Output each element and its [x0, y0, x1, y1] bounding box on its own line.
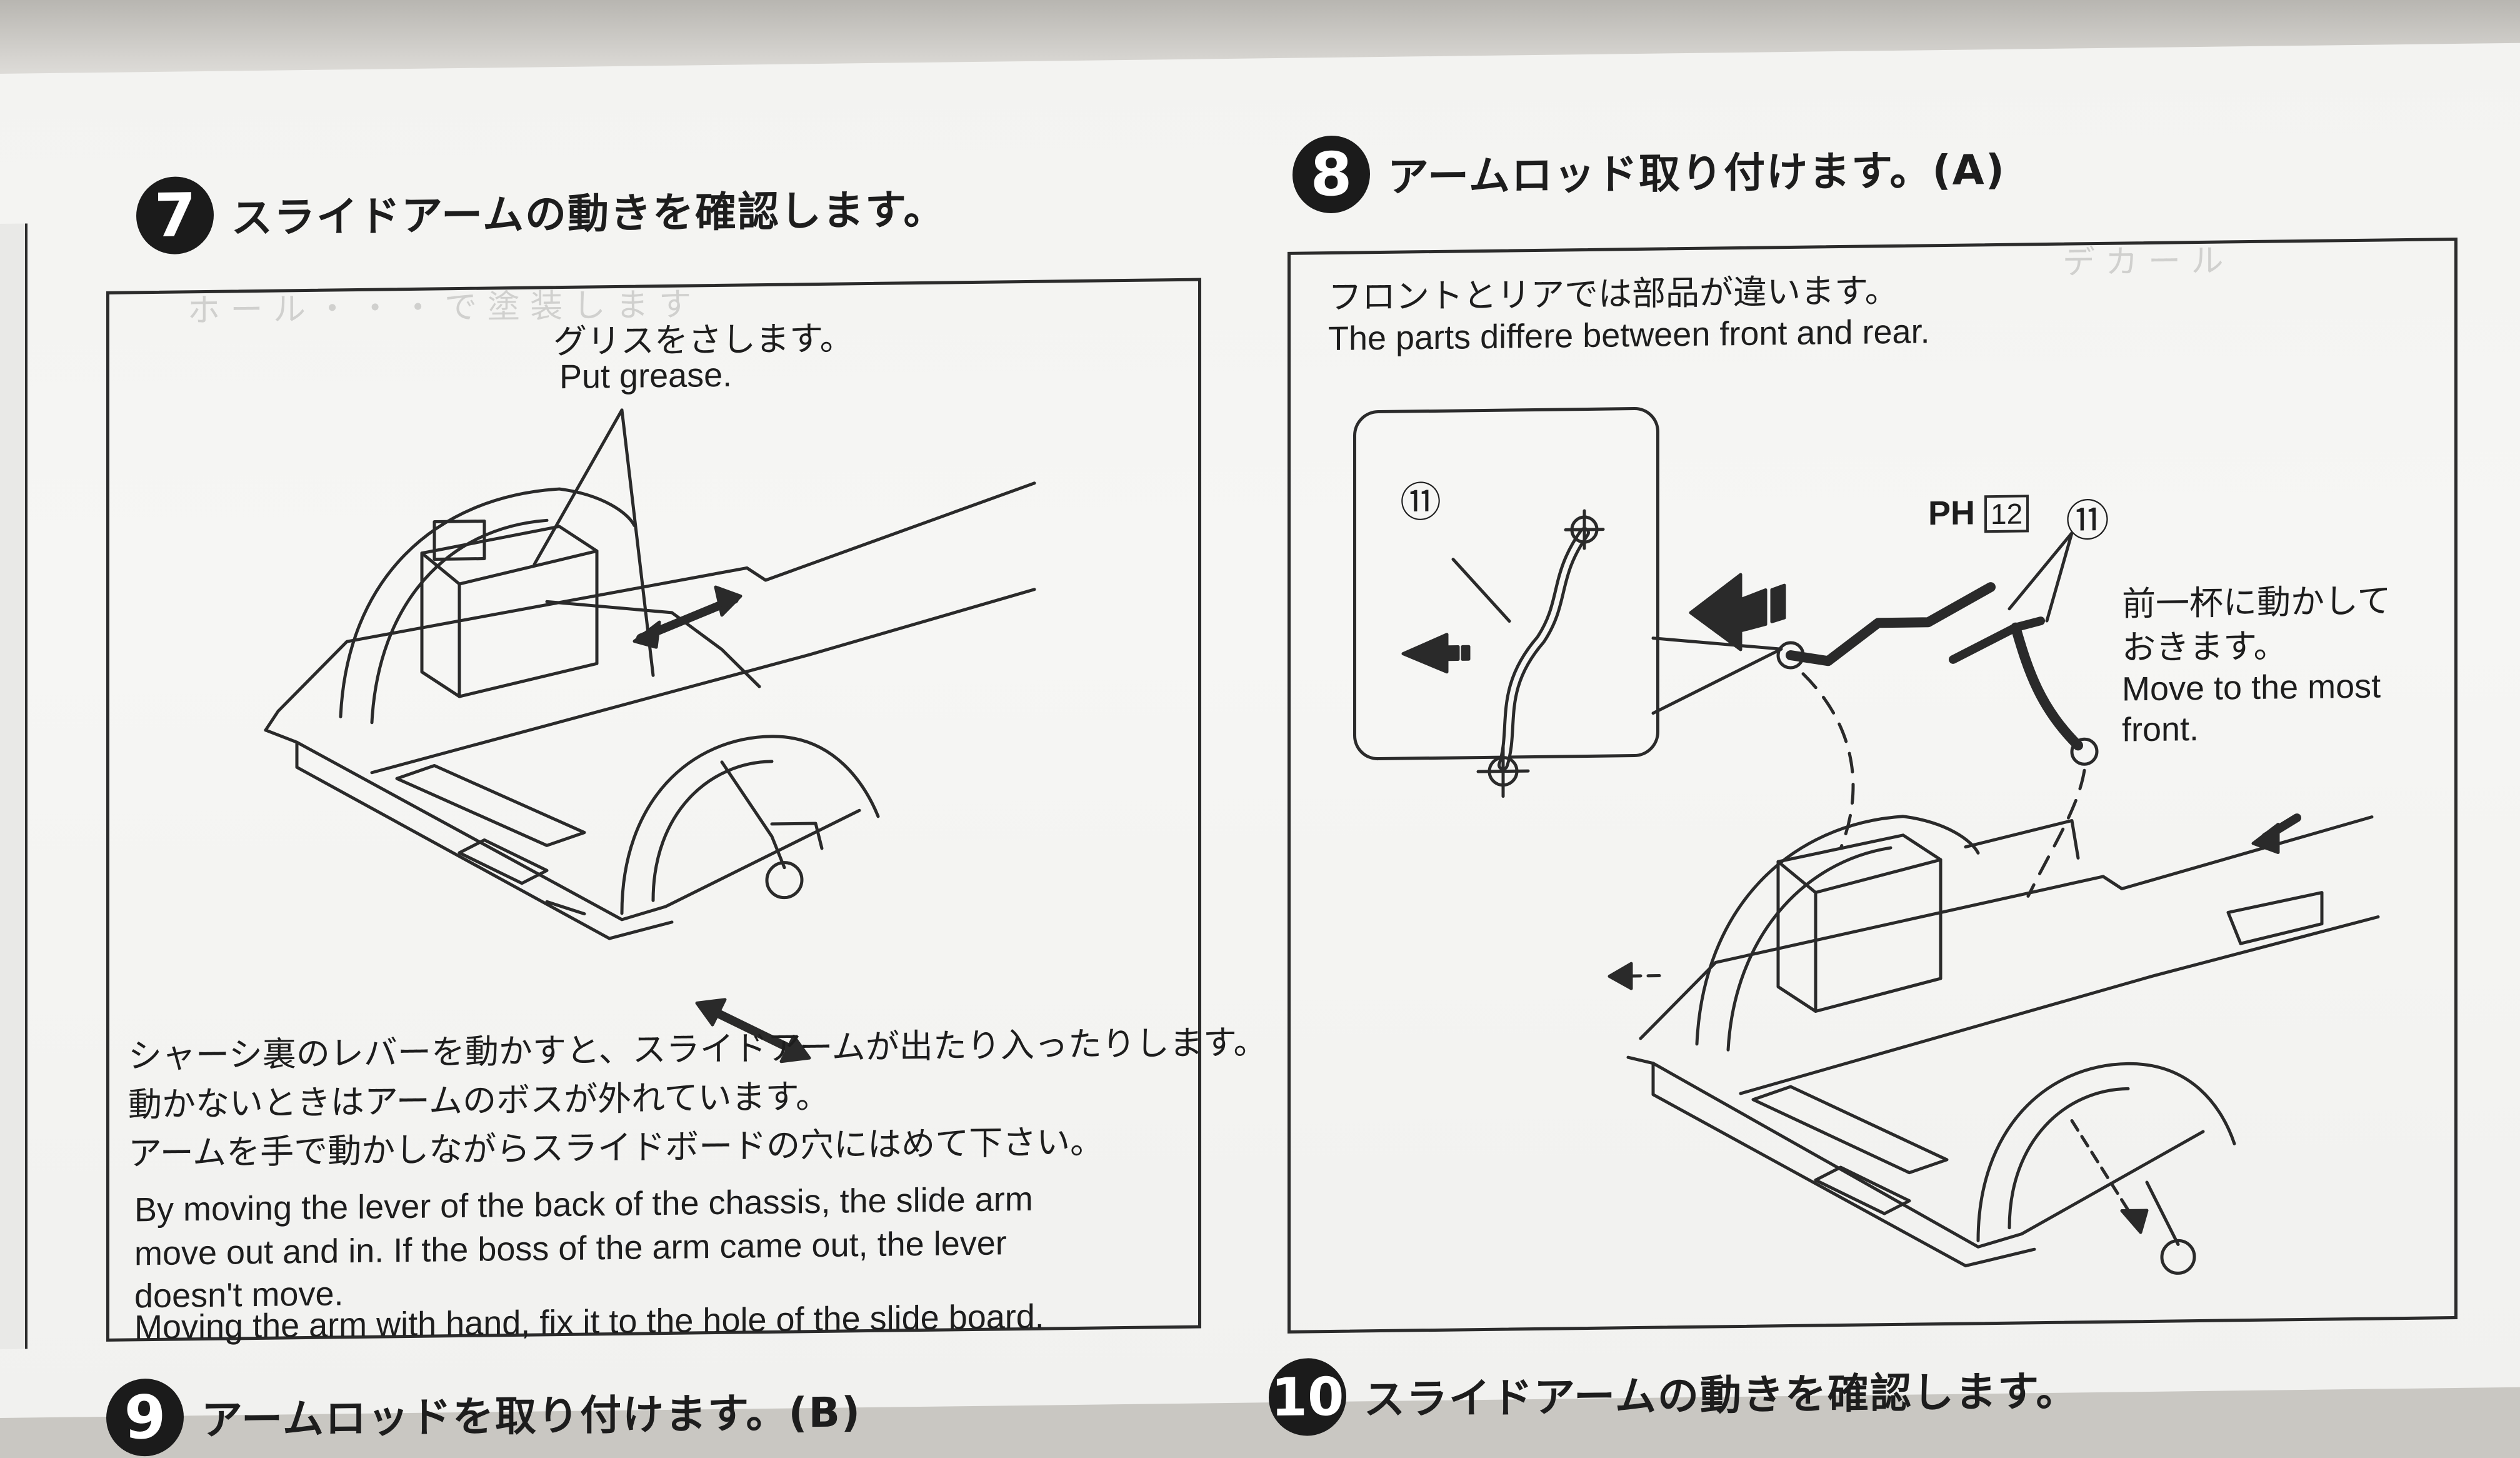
step-7-header: 7 スライドアームの動きを確認します。: [136, 168, 946, 255]
step-7-body-en-4: Moving the arm with hand, fix it to the …: [134, 1297, 1044, 1347]
step-number-badge: 7: [136, 176, 214, 255]
step-8-header: 8 アームロッド取り付けます。(A): [1292, 128, 2006, 214]
step-title: アームロッド取り付けます。(A): [1388, 145, 2006, 201]
chassis-slide-arm-illustration: [264, 408, 1036, 1063]
step-7-body-jp-1: シャーシ裏のレバーを動かすと、スライドアームが出たり入ったりします。: [128, 1022, 1268, 1076]
step-10-header: 10 スライドアームの動きを確認します。: [1269, 1349, 2079, 1437]
step-7-body-jp-2: 動かないときはアームのボスが外れています。: [128, 1076, 830, 1125]
step-7-panel: グリスをさします。 Put grease.: [106, 278, 1268, 1347]
step-title: アームロッドを取り付けます。(B): [201, 1388, 862, 1445]
step-number-badge: 10: [1269, 1357, 1346, 1437]
step-9-header: 9 アームロッドを取り付けます。(B): [106, 1370, 861, 1457]
step-title: スライドアームの動きを確認します。: [1364, 1367, 2079, 1424]
previous-page-edge: [0, 223, 28, 1349]
instruction-sheet: ホ ー ル ・ ・ ・ で 塗 装 し ま す デ カ ー ル 7 スライドアー…: [0, 43, 2520, 1457]
step-number-badge: 8: [1292, 135, 1370, 214]
step-number-badge: 9: [106, 1378, 184, 1457]
arm-rod-illustration: [1401, 509, 2380, 1275]
step-8-panel: フロントとリアでは部品が違います。 The parts differe betw…: [1288, 237, 2458, 1334]
step-title: スライドアームの動きを確認します。: [231, 185, 946, 243]
